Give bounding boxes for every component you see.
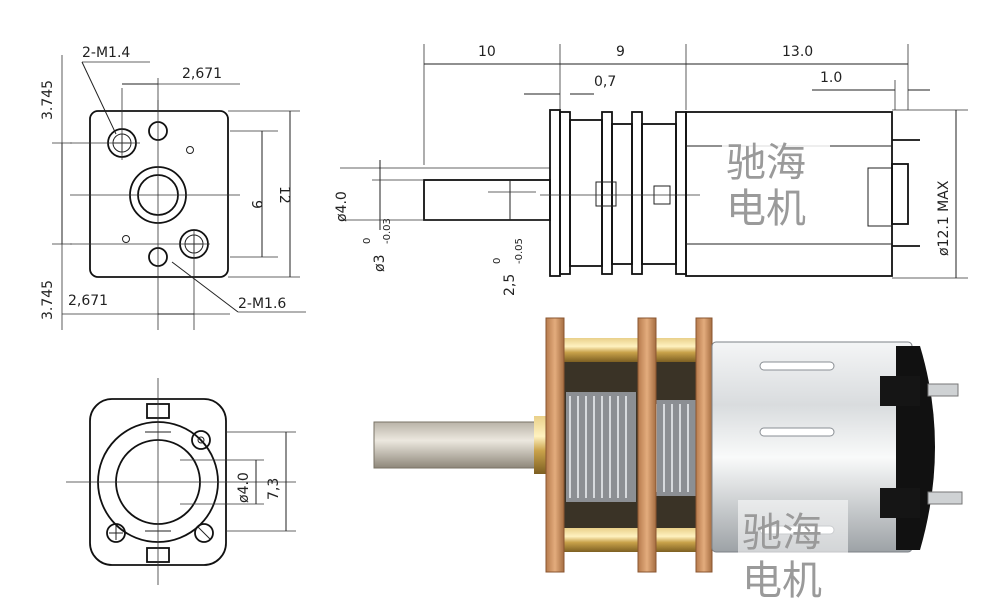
dim-13: 13.0 xyxy=(782,44,813,60)
side-view: 10 9 13.0 0,7 1.0 xyxy=(334,44,968,296)
dim-07: 0,7 xyxy=(594,74,616,90)
dim-3745-bottom: 3.745 xyxy=(40,280,56,320)
photo-watermark-line2: 电机 xyxy=(742,558,822,604)
dim-rear-d4: ø4.0 xyxy=(236,472,252,503)
dim-shaft-d3: ø3 xyxy=(372,255,388,272)
photo-watermark-line1: 驰海 xyxy=(742,510,822,556)
dim-flat-tol-a: 0 xyxy=(492,258,503,264)
dim-rear-73: 7,3 xyxy=(266,478,282,500)
dim-shaft-d4: ø4.0 xyxy=(334,191,350,222)
dim-flat-tol-b: -0.05 xyxy=(514,238,525,264)
dim-body-dia: ø12.1 MAX xyxy=(936,180,952,256)
dim-10: 10 xyxy=(478,44,496,60)
dim-shaft-d3-tol-b: -0.03 xyxy=(382,218,393,244)
watermark-line1: 驰海 xyxy=(726,140,806,186)
dim-9-gear: 9 xyxy=(616,44,625,60)
dim-9-face: 9 xyxy=(248,200,264,209)
rear-view: ø4.0 7,3 xyxy=(66,378,296,585)
label-hole-m14: 2-M1.4 xyxy=(82,45,130,61)
dim-12-face: 12 xyxy=(276,186,292,204)
dim-2671-top: 2,671 xyxy=(182,66,222,82)
dim-shaft-d3-tol-a: 0 xyxy=(362,238,373,244)
dim-2671-bottom: 2,671 xyxy=(68,293,108,309)
motor-photo: 驰海 电机 xyxy=(373,317,963,604)
front-face-view: 3.745 3.745 2,671 2,671 2-M1.4 2-M1.6 9 … xyxy=(40,45,306,330)
dim-3745-top: 3.745 xyxy=(40,80,56,120)
dim-10b: 1.0 xyxy=(820,70,842,86)
label-hole-m16: 2-M1.6 xyxy=(238,296,286,312)
dim-flat: 2,5 xyxy=(502,274,518,296)
watermark-line2: 电机 xyxy=(726,186,806,232)
